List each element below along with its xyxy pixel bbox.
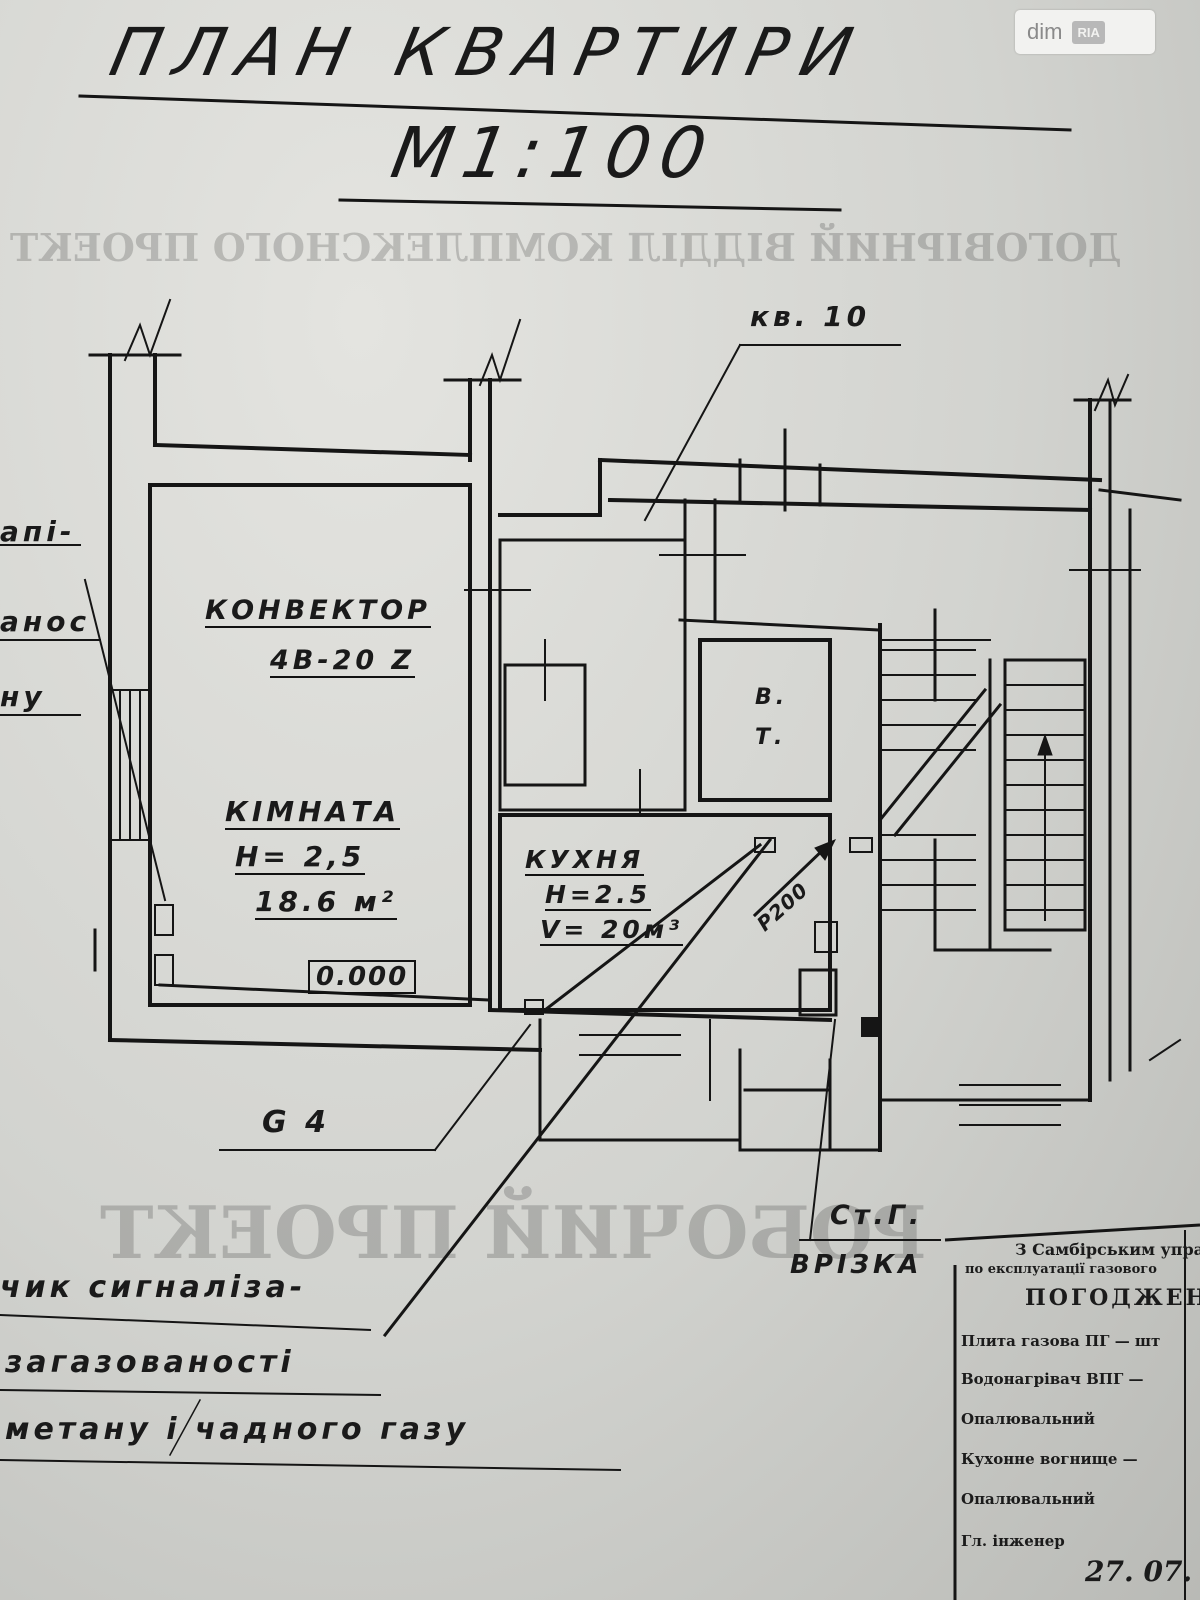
room-name-label: КІМНАТА <box>225 795 401 830</box>
apartment-ref-label: кв. 10 <box>750 300 871 333</box>
approval-stamp: З Самбірським упра по експлуатації газов… <box>955 1210 1200 1600</box>
left-partial-text-2: анос <box>0 605 91 638</box>
bathroom-label-bottom: Т. <box>755 725 787 750</box>
logo-text: dim <box>1027 19 1063 44</box>
tie-in-label: ВРІЗКА <box>790 1250 923 1280</box>
stamp-line-5: Водонагрівач ВПГ — <box>961 1370 1144 1388</box>
stamp-date: 27. 07. <box>1085 1555 1193 1588</box>
stamp-line-1: З Самбірським упра <box>1015 1240 1200 1259</box>
stamp-line-3: ПОГОДЖЕН <box>1025 1285 1200 1311</box>
meter-g4-label: G 4 <box>262 1105 330 1140</box>
stamp-line-4: Плита газова ПГ — шт <box>961 1332 1161 1350</box>
level-mark: 0.000 <box>308 960 417 994</box>
kitchen-volume-label: V= 20м³ <box>540 915 684 946</box>
sensor-note-line3: метану і чадного газу <box>5 1412 469 1447</box>
stamp-line-8: Опалювальний <box>961 1490 1095 1508</box>
sensor-note-line2: загазованості <box>5 1345 295 1380</box>
stamp-line-7: Кухонне вогнище — <box>961 1450 1138 1468</box>
room-height-label: Н= 2,5 <box>235 840 366 875</box>
kitchen-name-label: КУХНЯ <box>525 845 645 876</box>
riser-label: Ст.Г. <box>830 1200 924 1231</box>
left-partial-text-3: ну <box>0 680 46 713</box>
approval-stamp-frame <box>944 1223 1200 1600</box>
kitchen-height-label: Н=2.5 <box>545 880 652 911</box>
sensor-note-line1: чик сигналіза- <box>0 1270 307 1305</box>
stamp-line-6: Опалювальний <box>961 1410 1095 1428</box>
dimria-logo: dim RIA <box>1015 10 1155 54</box>
convector-model: 4В-20 Z <box>270 645 416 678</box>
bathroom-label-top: В. <box>755 685 789 710</box>
convector-label: КОНВЕКТОР <box>205 595 431 628</box>
stamp-line-2: по експлуатації газового <box>965 1262 1157 1277</box>
logo-badge: RIA <box>1072 20 1105 44</box>
room-area-label: 18.6 м² <box>255 885 397 920</box>
left-partial-text-1: апі- <box>0 515 76 548</box>
stamp-line-9: Гл. інженер <box>961 1532 1065 1550</box>
